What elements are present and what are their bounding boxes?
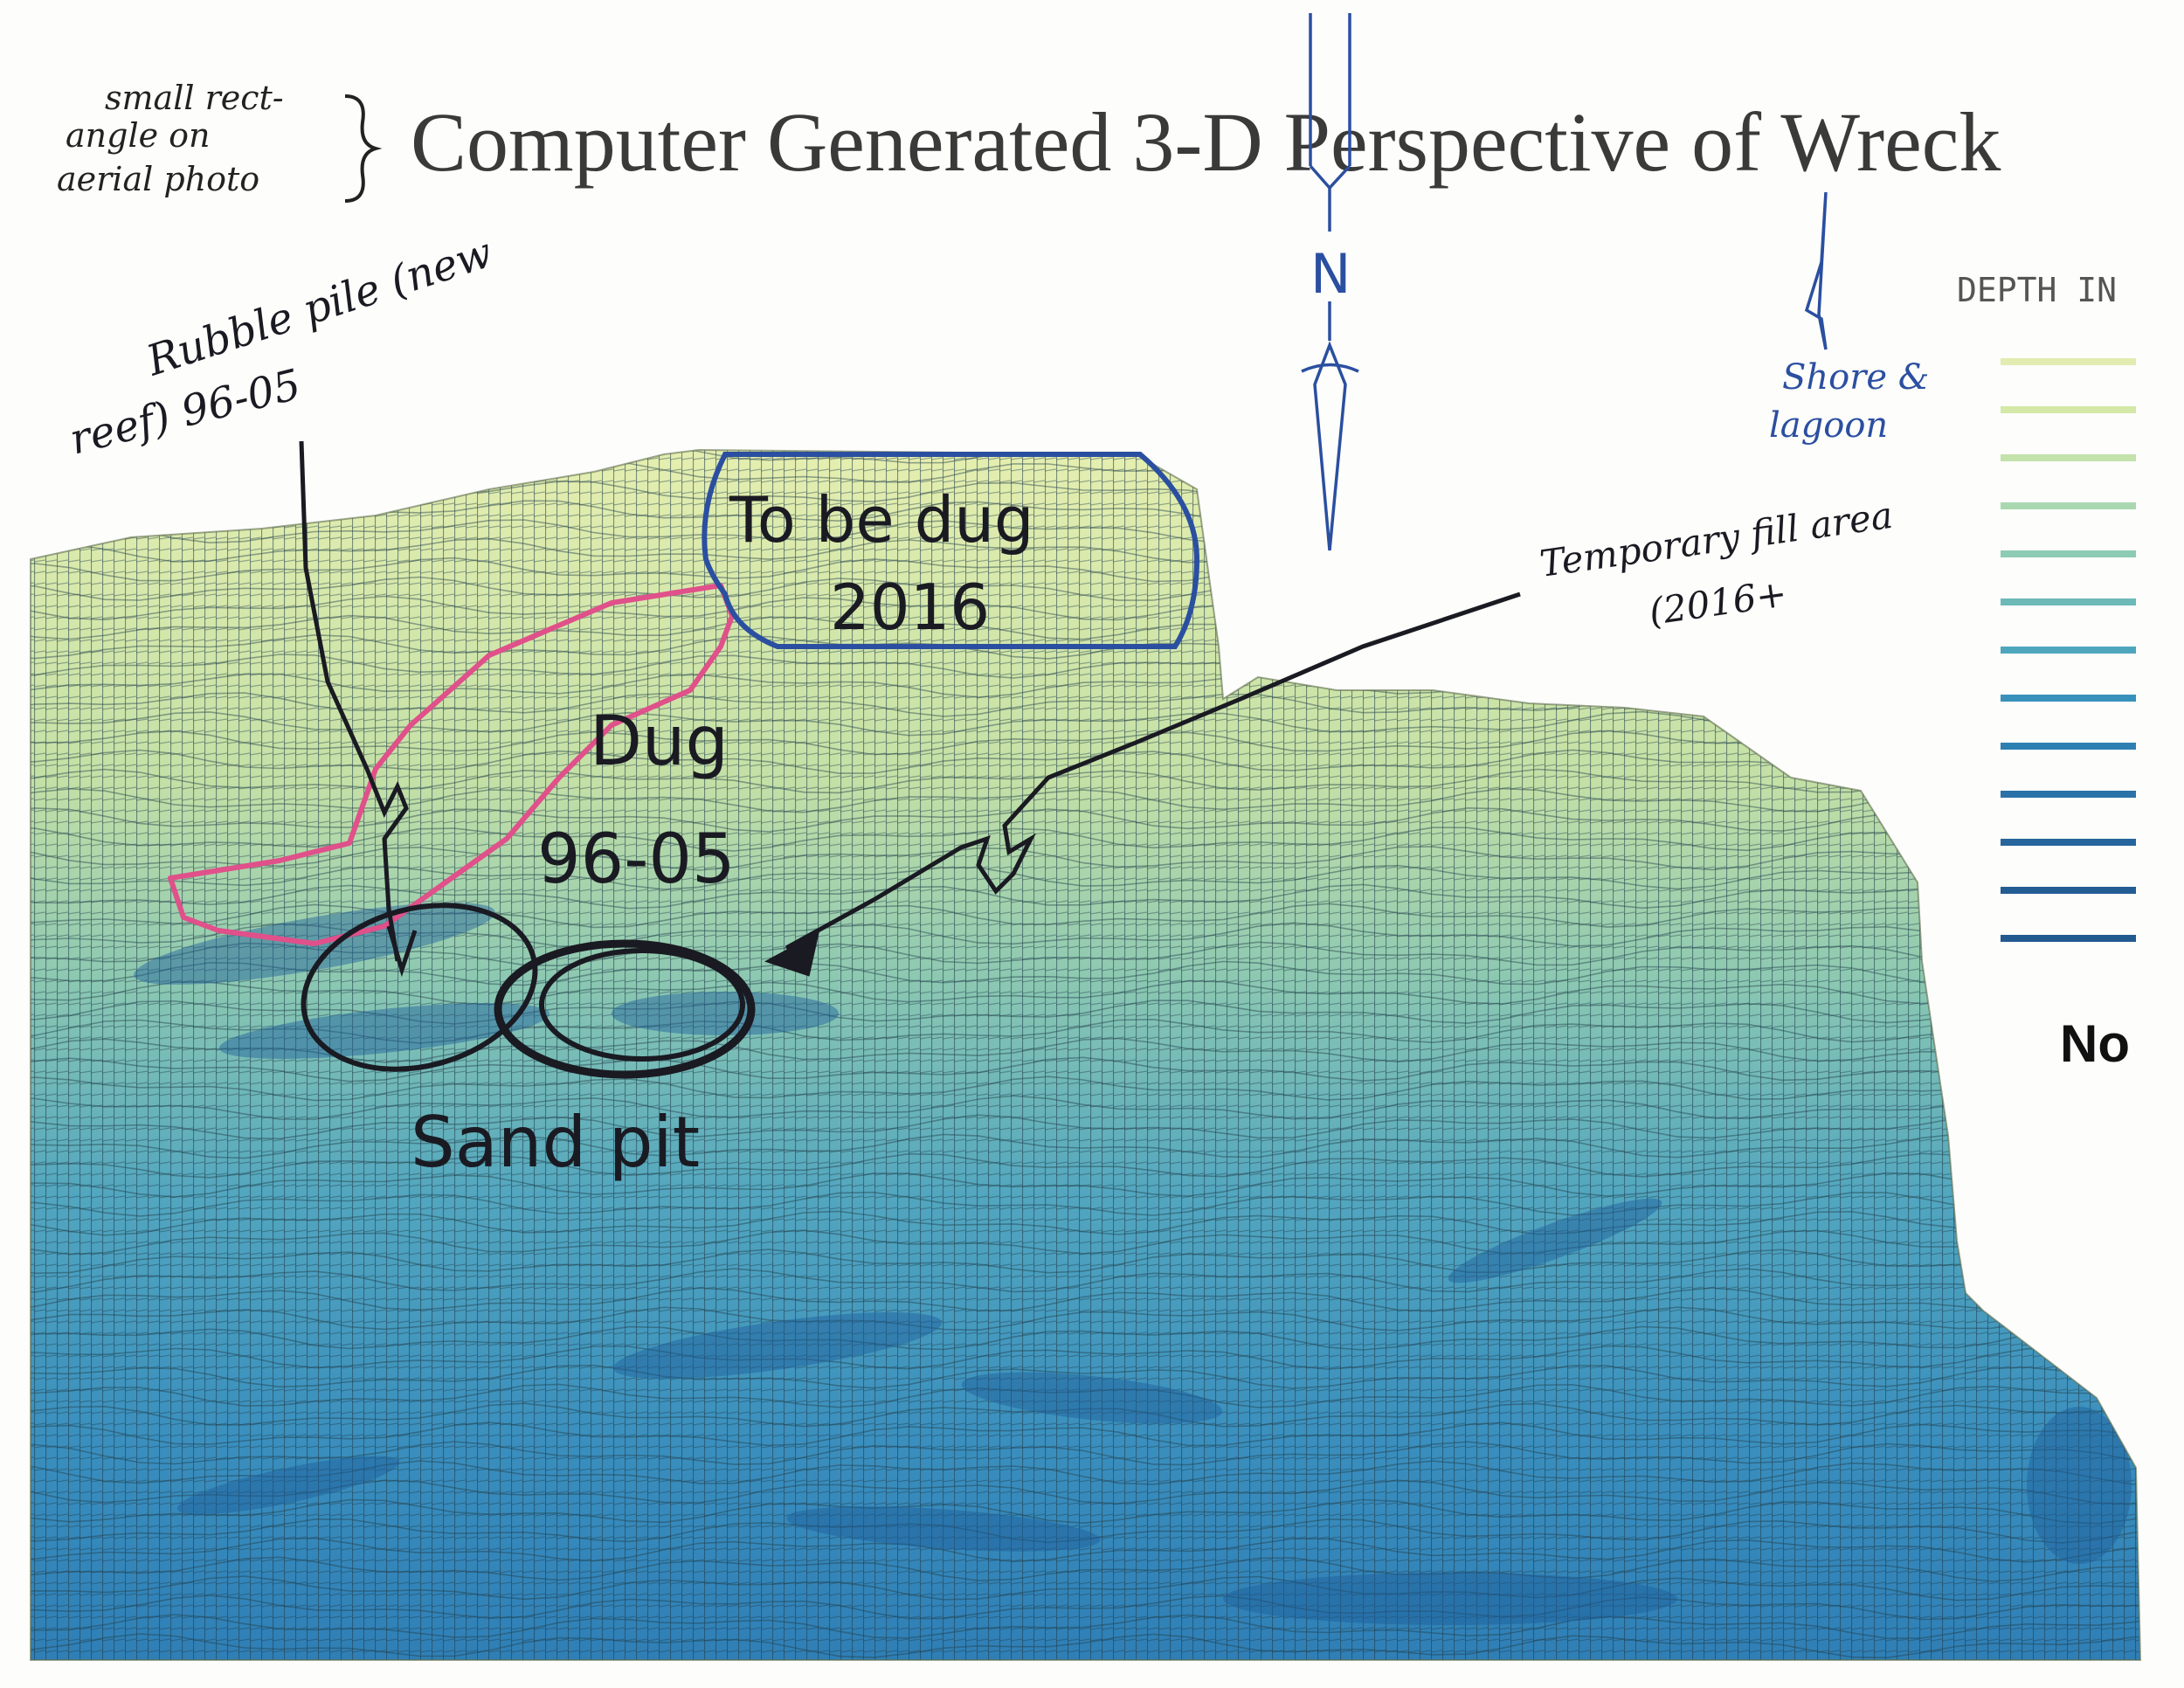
- mesh-line: [31, 1325, 2140, 1351]
- legend-bars: [2001, 358, 2136, 942]
- legend-color-bar: [2001, 406, 2136, 413]
- shore-arrow: [1804, 191, 1828, 350]
- diagram-title: Computer Generated 3-D Perspective of Wr…: [411, 95, 2001, 189]
- dug-label-line-2: 96-05: [537, 820, 736, 899]
- legend-color-bar: [2001, 358, 2136, 365]
- legend-color-bar: [2001, 502, 2136, 509]
- mesh-line: [31, 1018, 2140, 1044]
- deep-water-patch: [961, 1372, 1223, 1424]
- deep-water-patch: [612, 992, 839, 1035]
- mesh-line: [31, 1633, 2140, 1659]
- mesh-line: [31, 1306, 2140, 1332]
- legend-color-bar: [2001, 647, 2136, 654]
- mesh-line: [31, 1076, 2140, 1102]
- north-label: N: [1310, 242, 1351, 306]
- dug-label-line-1: Dug: [590, 702, 729, 781]
- deep-water-patch: [786, 1506, 1101, 1552]
- mesh-line: [31, 1133, 2140, 1159]
- deep-water-patch: [612, 1312, 943, 1379]
- shore-note-line-2: lagoon: [1769, 405, 1888, 446]
- mesh-line: [31, 1556, 2140, 1582]
- legend-color-bar: [2001, 743, 2136, 750]
- mesh-line: [31, 979, 2140, 1006]
- legend-color-bar: [2001, 887, 2136, 894]
- mesh-line: [31, 1364, 2140, 1389]
- aerial-note-line-2: angle on: [66, 116, 211, 155]
- mesh-line: [31, 1402, 2140, 1428]
- aerial-photo-note: small rect- angle on aerial photo: [57, 79, 383, 203]
- legend-color-bar: [2001, 695, 2136, 702]
- aerial-note-line-3: aerial photo: [57, 160, 259, 198]
- deep-water-patch: [176, 1456, 400, 1515]
- to-be-dug-outline: [168, 583, 735, 946]
- sand-pit-label: Sand pit: [411, 1102, 700, 1183]
- temp-fill-note-line-2: (2016+: [1647, 571, 1790, 633]
- mesh-line: [31, 768, 2140, 794]
- temp-fill-arrow: [784, 591, 1521, 951]
- sand-pit-circle-outer: [494, 939, 756, 1079]
- dug-area-circle: [301, 903, 538, 1072]
- mesh-line: [31, 1595, 2140, 1621]
- brace-shape: [344, 94, 383, 203]
- mesh-line: [31, 1152, 2140, 1179]
- mesh-line: [31, 1479, 2140, 1505]
- mesh-line: [31, 960, 2140, 986]
- legend-color-bar: [2001, 598, 2136, 605]
- legend-color-bar: [2001, 454, 2136, 461]
- mesh-line: [31, 846, 2140, 871]
- mesh-line: [31, 1498, 2140, 1525]
- to-be-dug-label-line-2: 2016: [830, 571, 990, 644]
- mesh-line: [31, 864, 2140, 890]
- mesh-line: [31, 1460, 2140, 1486]
- mesh-line: [31, 1383, 2140, 1408]
- mesh-line: [31, 1422, 2140, 1447]
- mesh-line: [31, 806, 2140, 833]
- mesh-line: [31, 999, 2140, 1025]
- mesh-line: [31, 1268, 2140, 1293]
- legend-color-bar: [2001, 550, 2136, 557]
- mesh-line: [31, 787, 2140, 813]
- rubble-arrow: [299, 440, 409, 962]
- deep-water-patch: [2027, 1407, 2132, 1564]
- mesh-line: [31, 1441, 2140, 1466]
- mesh-line: [31, 1229, 2140, 1256]
- aerial-note-line-1: small rect-: [105, 79, 284, 117]
- north-arrow: [1301, 13, 1359, 551]
- mesh-line: [31, 1210, 2140, 1236]
- mesh-line: [31, 1575, 2140, 1602]
- mesh-line: [31, 1614, 2140, 1640]
- mesh-line: [31, 922, 2140, 947]
- deep-water-patch: [1448, 1198, 1662, 1283]
- legend-color-bar: [2001, 791, 2136, 798]
- sand-pit-circle-inner: [539, 948, 745, 1062]
- mesh-line: [31, 1114, 2140, 1140]
- to-be-dug-box: [702, 452, 1200, 649]
- mesh-line: [31, 1287, 2140, 1313]
- legend-bottom-text: No: [2060, 1014, 2130, 1073]
- mesh-line: [31, 1518, 2140, 1544]
- mesh-line: [31, 1056, 2140, 1083]
- mesh-line: [31, 883, 2140, 910]
- legend-color-bar: [2001, 839, 2136, 846]
- deep-water-patch: [219, 1003, 549, 1059]
- rubble-note-line-1: Rubble pile (new: [140, 228, 498, 386]
- legend-color-bar: [2001, 935, 2136, 942]
- mesh-line: [31, 1537, 2140, 1563]
- mesh-line: [31, 1172, 2140, 1198]
- mesh-line: [31, 1095, 2140, 1120]
- mesh-line: [31, 1249, 2140, 1275]
- to-be-dug-label-line-1: To be dug: [729, 483, 1034, 557]
- mesh-line: [31, 1345, 2140, 1370]
- depth-legend: DEPTH IN No: [1957, 271, 2136, 1073]
- terrain-outline: [30, 448, 2142, 1661]
- deep-water-patch: [1223, 1573, 1677, 1625]
- legend-title: DEPTH IN: [1957, 271, 2117, 309]
- shore-note-line-1: Shore &: [1782, 357, 1929, 398]
- mesh-line: [31, 903, 2140, 929]
- mesh-line: [31, 1191, 2140, 1217]
- temp-fill-note-line-1: Temporary fill area: [1538, 494, 1896, 585]
